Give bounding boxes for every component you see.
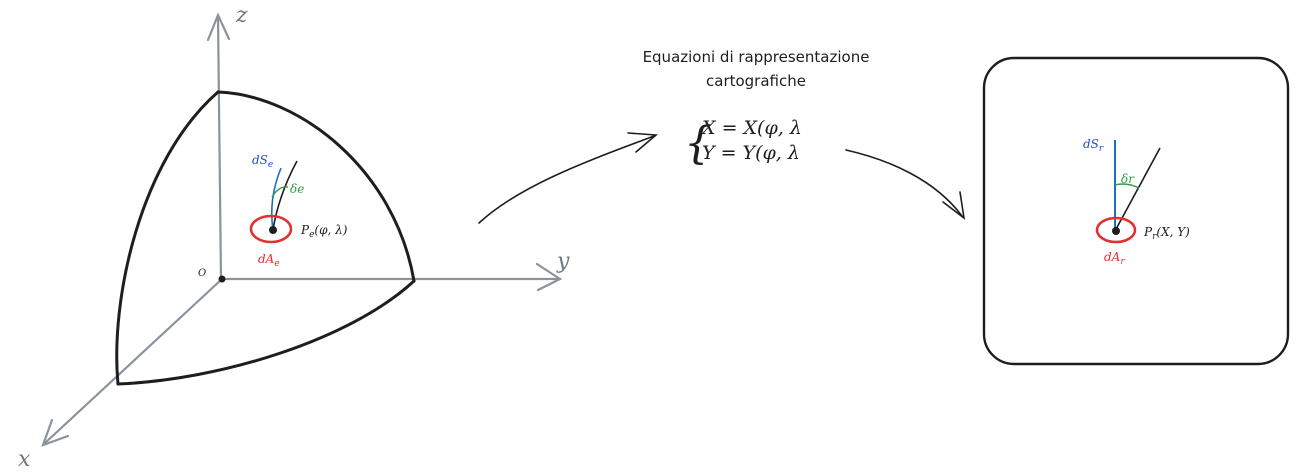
- system-brace: {: [684, 118, 712, 169]
- z-axis: [216, 15, 223, 282]
- axes-group: [41, 12, 563, 447]
- map-plane: [982, 56, 1290, 366]
- equations-block: Equazioni di rappresentazione cartografi…: [643, 48, 870, 169]
- arrow-to-equations: [478, 132, 659, 224]
- ellipsoid-meridian-x: [115, 90, 220, 386]
- y-axis-arrowhead: [535, 262, 563, 292]
- delta-e-label: δe: [290, 182, 304, 196]
- x-axis: [43, 277, 224, 445]
- p-r-label: Pr(X, Y): [1143, 225, 1190, 242]
- equation-y: Y = Y(φ, λ: [702, 142, 800, 164]
- da-r-label: dAr: [1104, 250, 1125, 267]
- ellipsoid-octant: [115, 90, 416, 386]
- p-e-point: [269, 226, 277, 234]
- ds-e-label: dSe: [252, 153, 273, 170]
- origin-dot: [218, 275, 226, 283]
- ds-e-arc: [270, 167, 282, 231]
- delta-r-label: δr: [1121, 172, 1135, 186]
- ds-r-label: dSr: [1083, 137, 1104, 154]
- ellipsoid-meridian-y: [216, 90, 416, 283]
- plane-element: dSr δr Pr(X, Y) dAr: [1083, 137, 1190, 267]
- image-direction-line: [1114, 147, 1161, 232]
- ellipsoid-element: dSe δe Pe(φ, λ) dAe: [249, 153, 348, 269]
- arrow-to-plane: [845, 149, 966, 220]
- origin-label: O: [198, 268, 206, 279]
- delta-e-angle-arc: [271, 186, 289, 198]
- x-axis-label: x: [18, 447, 31, 472]
- da-e-ellipse: [249, 214, 293, 244]
- x-axis-arrowhead: [41, 418, 70, 447]
- p-e-label: Pe(φ, λ): [300, 223, 348, 240]
- z-axis-arrowhead: [206, 12, 231, 42]
- da-r-ellipse: [1095, 216, 1137, 244]
- equation-x: X = X(φ, λ: [700, 117, 802, 139]
- p-r-point: [1112, 227, 1120, 235]
- da-e-label: dAe: [258, 252, 280, 269]
- z-axis-label: z: [235, 3, 248, 28]
- geodesic-arc: [272, 160, 298, 231]
- ellipsoid-equator: [116, 279, 416, 386]
- y-axis-label: y: [556, 249, 570, 274]
- equations-title-line2: cartografiche: [706, 72, 806, 90]
- delta-r-angle-arc: [1114, 183, 1140, 189]
- equations-title-line1: Equazioni di rappresentazione: [643, 48, 870, 66]
